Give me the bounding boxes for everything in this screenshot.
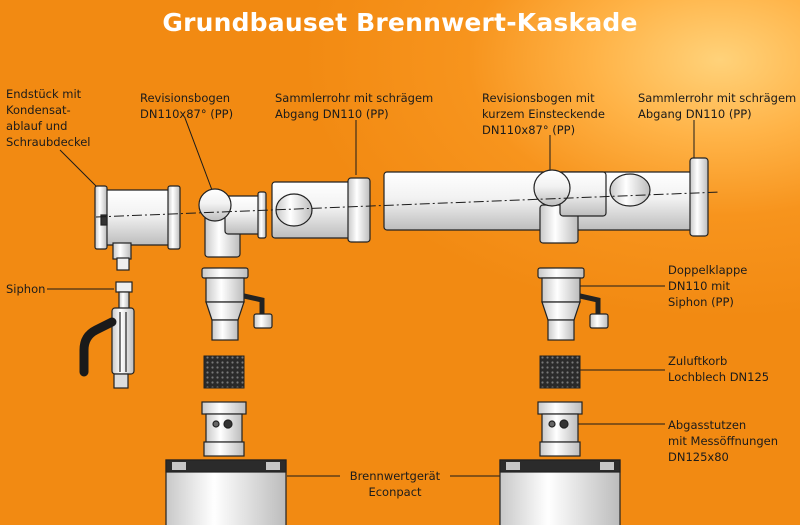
doppelklappe-left-part <box>201 267 273 341</box>
center-axis-line <box>95 191 721 218</box>
label-revisionsbogen-1: Revisionsbogen DN110x87° (PP) <box>140 91 234 121</box>
abgasstutzen-left-part <box>201 401 247 457</box>
label-brennwertgeraet: Brennwertgerät Econpact <box>349 469 441 499</box>
label-endstueck: Endstück mit Kondensat- ablauf und Schra… <box>6 87 91 149</box>
brennwertgeraet-right-part <box>499 459 621 525</box>
zuluftkorb-right-part <box>539 355 581 389</box>
brennwertgeraet-left-part <box>165 459 287 525</box>
label-abgasstutzen: Abgasstutzen mit Messöffnungen DN125x80 <box>668 418 779 464</box>
label-revisionsbogen-2: Revisionsbogen mit kurzem Einsteckende D… <box>482 91 605 137</box>
revisionsbogen-2-part <box>533 169 607 244</box>
doppelklappe-right-part <box>537 267 609 341</box>
label-sammlerrohr-2: Sammlerrohr mit schrägem Abgang DN110 (P… <box>638 91 797 121</box>
label-sammlerrohr-1: Sammlerrohr mit schrägem Abgang DN110 (P… <box>275 91 434 121</box>
label-zuluftkorb: Zuluftkorb Lochblech DN125 <box>668 354 770 384</box>
siphon-part <box>79 281 135 389</box>
sammlerrohr-1-part <box>271 177 371 243</box>
label-siphon: Siphon <box>6 282 46 296</box>
endstueck-part <box>94 185 181 271</box>
zuluftkorb-left-part <box>203 355 245 389</box>
diagram-title: Grundbauset Brennwert-Kaskade <box>162 8 638 37</box>
label-doppelklappe: Doppelklappe DN110 mit Siphon (PP) <box>668 263 748 309</box>
revisionsbogen-1-part <box>198 188 267 258</box>
leader-lines <box>47 117 695 477</box>
abgasstutzen-right-part <box>537 401 583 457</box>
